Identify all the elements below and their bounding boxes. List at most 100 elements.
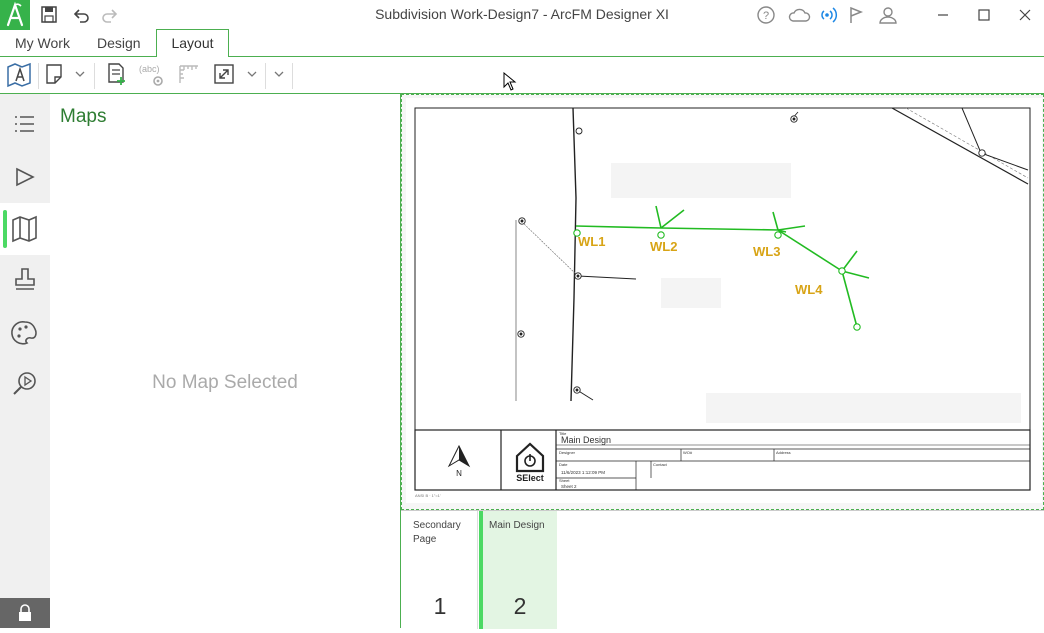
title-block	[414, 429, 1031, 491]
palette-icon	[11, 321, 37, 345]
help-button[interactable]: ?	[755, 5, 777, 25]
add-page-button[interactable]	[104, 62, 130, 86]
rail-item-search[interactable]	[0, 359, 50, 411]
network-nodes	[517, 115, 986, 394]
page-card-active[interactable]: Main Design 2	[479, 511, 557, 629]
mouse-cursor	[503, 71, 517, 92]
map-label-wl2: WL2	[650, 239, 677, 254]
help-icon: ?	[757, 6, 775, 24]
list-icon	[15, 116, 34, 132]
north-label: N	[456, 469, 462, 478]
redo-button[interactable]	[99, 5, 121, 25]
design-lines	[575, 205, 870, 328]
svg-text:(abc): (abc)	[139, 64, 160, 74]
page-card-number: 2	[513, 593, 527, 619]
designer-caption: Designer	[559, 450, 576, 455]
map-label-wl1: WL1	[578, 234, 605, 249]
page-card[interactable]: Secondary Page 1	[403, 511, 478, 629]
pages-strip: Secondary Page 1 Main Design 2	[401, 510, 1044, 629]
layout-page[interactable]: WL1 WL2 WL3 WL4 N SElect Title Main Des	[406, 98, 1042, 503]
minimize-button[interactable]	[932, 5, 954, 25]
new-page-dropdown[interactable]	[70, 62, 90, 86]
window-title: Subdivision Work-Design7 - ArcFM Designe…	[375, 6, 669, 22]
no-map-message: No Map Selected	[152, 372, 298, 393]
new-page-icon	[46, 64, 62, 84]
cursor-arrow-icon	[503, 71, 517, 91]
maps-panel: Maps No Map Selected	[50, 94, 401, 628]
chevron-down-icon	[274, 71, 284, 77]
date-value: 11/6/2023 1:12:09 PM	[561, 470, 605, 475]
map-background-features	[611, 163, 1021, 423]
select-logo: SElect	[515, 442, 545, 483]
new-page-button[interactable]	[42, 62, 68, 86]
lock-icon	[19, 604, 31, 621]
ruler-icon	[179, 65, 198, 83]
map-layout-icon	[7, 62, 31, 88]
network-lines	[515, 107, 1029, 402]
sheet-value: Sheet 2	[561, 484, 577, 489]
redo-icon	[102, 9, 118, 23]
rail-active-indicator	[3, 210, 7, 248]
maximize-icon	[978, 9, 990, 21]
maximize-button[interactable]	[973, 5, 995, 25]
resize-button[interactable]	[212, 62, 238, 86]
cloud-button[interactable]	[786, 5, 812, 25]
rail-item-stamp[interactable]	[0, 255, 50, 307]
wo-caption: WO#	[683, 450, 693, 455]
user-icon	[879, 7, 897, 24]
map-icon	[12, 215, 37, 243]
lock-button[interactable]	[0, 598, 50, 628]
stamp-icon	[15, 268, 35, 290]
date-caption: Date	[559, 462, 568, 467]
ribbon-tab-bar	[0, 30, 1044, 57]
toolbar-divider	[94, 63, 95, 89]
chevron-down-icon	[75, 71, 85, 77]
user-button[interactable]	[877, 5, 899, 25]
layout-designer-button[interactable]	[6, 61, 34, 89]
close-icon	[1019, 9, 1031, 21]
ribbon-toolbar	[0, 57, 1044, 94]
tab-my-work[interactable]: My Work	[15, 35, 70, 51]
rail-item-maps[interactable]	[0, 203, 50, 255]
rail-item-list[interactable]	[0, 100, 50, 152]
save-button[interactable]	[38, 5, 60, 25]
address-caption: Address	[776, 450, 791, 455]
text-settings-button: (abc)	[138, 62, 168, 86]
title-caption: Title	[559, 431, 567, 436]
expand-icon	[214, 64, 234, 84]
page-card-label: Main Design	[489, 520, 545, 531]
contact-caption: Contact	[653, 462, 668, 467]
rail-item-symbology[interactable]	[0, 307, 50, 359]
tab-layout[interactable]: Layout	[156, 29, 229, 58]
logo-text: SElect	[516, 473, 544, 483]
wireless-signal-icon	[821, 7, 838, 23]
side-rail	[0, 94, 50, 628]
app-logo[interactable]	[0, 0, 30, 30]
tab-design[interactable]: Design	[97, 35, 141, 51]
rail-item-play[interactable]	[0, 152, 50, 204]
resize-dropdown[interactable]	[242, 62, 262, 86]
text-settings-icon: (abc)	[139, 64, 163, 86]
flag-icon	[850, 6, 864, 23]
page-card-label: Secondary Page	[413, 520, 461, 545]
add-document-icon	[108, 63, 125, 85]
map-label-wl3: WL3	[753, 244, 780, 259]
more-tools-dropdown[interactable]	[269, 62, 289, 86]
north-arrow: N	[447, 444, 471, 478]
minimize-icon	[938, 14, 948, 16]
search-play-icon	[13, 372, 36, 395]
app-logo-icon	[6, 1, 24, 27]
flag-button[interactable]	[845, 5, 867, 25]
toolbar-divider	[38, 63, 39, 89]
svg-text:?: ?	[763, 10, 769, 22]
scale-text: ANSI B · 1"=1'	[415, 493, 441, 498]
save-icon	[41, 6, 57, 23]
ruler-button	[176, 62, 202, 86]
close-button[interactable]	[1014, 5, 1036, 25]
connection-button[interactable]	[818, 5, 840, 25]
chevron-down-icon	[247, 71, 257, 77]
play-icon	[16, 167, 35, 187]
map-frame[interactable]: WL1 WL2 WL3 WL4 N SElect Title Main Des	[406, 98, 1042, 503]
page-card-number: 1	[433, 593, 447, 619]
undo-button[interactable]	[70, 5, 92, 25]
